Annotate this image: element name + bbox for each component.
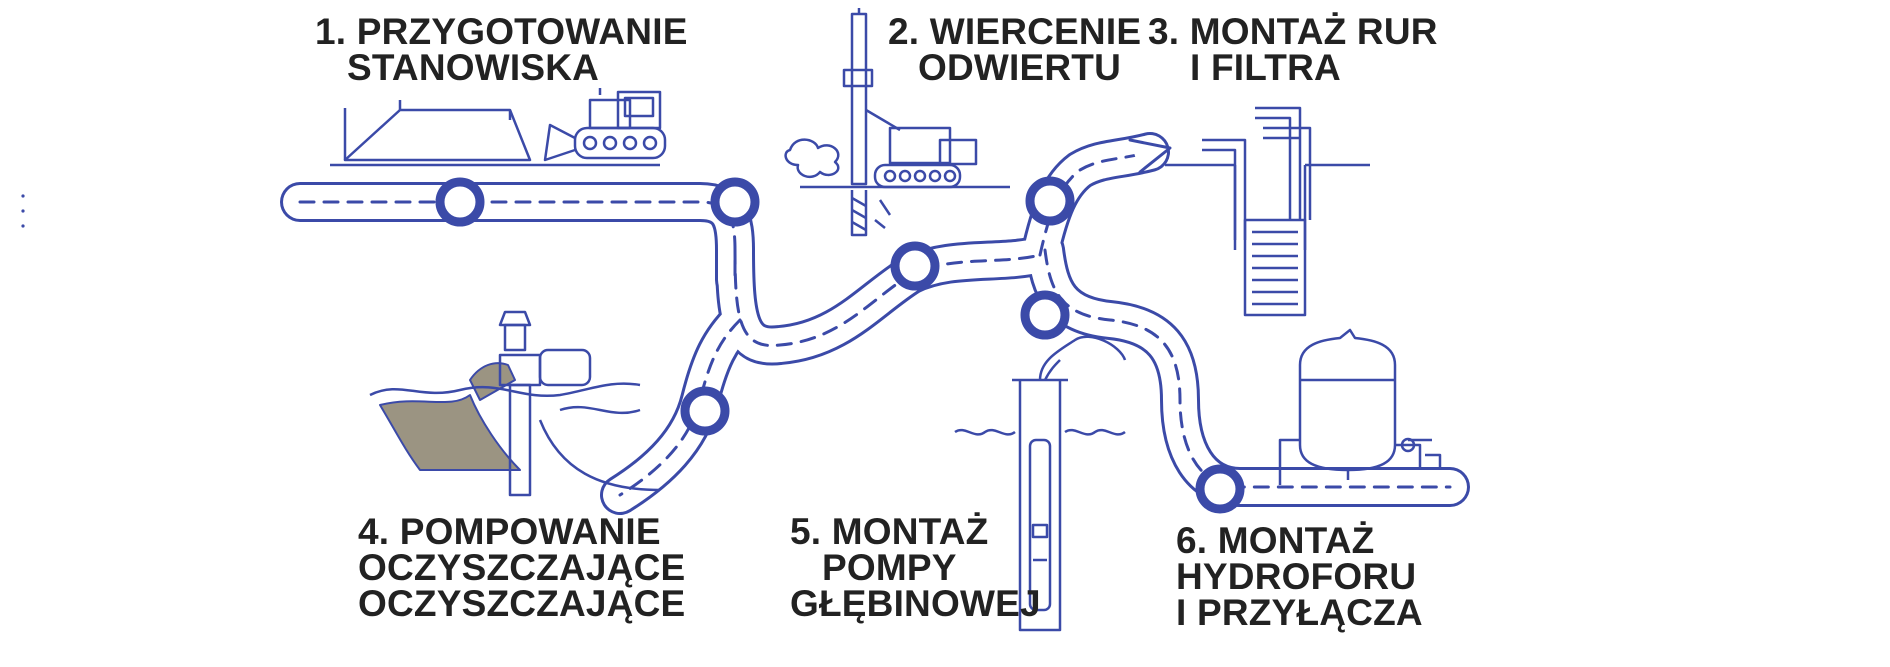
node-4 — [1025, 176, 1075, 226]
road-right — [1025, 230, 1470, 507]
step-6-line-3: I PRZYŁĄCZA — [1176, 592, 1423, 633]
step-6-line-2: HYDROFORU — [1176, 556, 1417, 597]
node-6 — [680, 386, 730, 436]
step-2-line-1: 2. WIERCENIE — [888, 11, 1142, 52]
step-5-line-2: POMPY — [822, 547, 957, 588]
drilling-rig-icon — [784, 8, 1010, 237]
step-3-line-1: 3. MONTAŻ RUR — [1148, 11, 1438, 52]
step-2-title: 2. WIERCENIE ODWIERTU — [888, 11, 1142, 88]
pipes-filter-icon — [1165, 106, 1370, 317]
step-4-line-3: OCZYSZCZAJĄCE — [358, 583, 686, 624]
step-4-line-1: 4. POMPOWANIE — [358, 511, 661, 552]
step-5-line-3: GŁĘBINOWEJ — [790, 583, 1041, 624]
step-5-line-1: 5. MONTAŻ — [790, 511, 989, 552]
pressure-tank-icon — [1278, 328, 1442, 485]
step-6-line-1: 6. MONTAŻ — [1176, 520, 1375, 561]
step-2-line-2: ODWIERTU — [918, 47, 1122, 88]
left-edge-dots — [21, 194, 25, 228]
node-5 — [1020, 290, 1070, 340]
step-4-line-2: OCZYSZCZAJĄCE — [358, 547, 686, 588]
road-nodes — [435, 176, 1245, 514]
step-5-title: 5. MONTAŻ POMPY GŁĘBINOWEJ — [790, 511, 1041, 624]
step-3-line-2: I FILTRA — [1190, 47, 1341, 88]
deep-well-pump-icon — [954, 335, 1127, 632]
node-7 — [1195, 464, 1245, 514]
step-1-line-1: 1. PRZYGOTOWANIE — [315, 11, 688, 52]
step-3-title: 3. MONTAŻ RUR I FILTRA — [1148, 11, 1438, 88]
node-3 — [890, 241, 940, 291]
bulldozer-icon — [330, 88, 667, 167]
road-arrow-icon — [1128, 138, 1172, 174]
step-1-title: 1. PRZYGOTOWANIE STANOWISKA — [315, 11, 688, 88]
step-1-line-2: STANOWISKA — [347, 47, 600, 88]
pump-icon — [369, 310, 661, 497]
step-6-title: 6. MONTAŻ HYDROFORU I PRZYŁĄCZA — [1176, 520, 1423, 633]
node-1 — [435, 177, 485, 227]
node-2 — [710, 177, 760, 227]
step-4-title: 4. POMPOWANIE OCZYSZCZAJĄCE OCZYSZCZAJĄC… — [358, 511, 686, 624]
